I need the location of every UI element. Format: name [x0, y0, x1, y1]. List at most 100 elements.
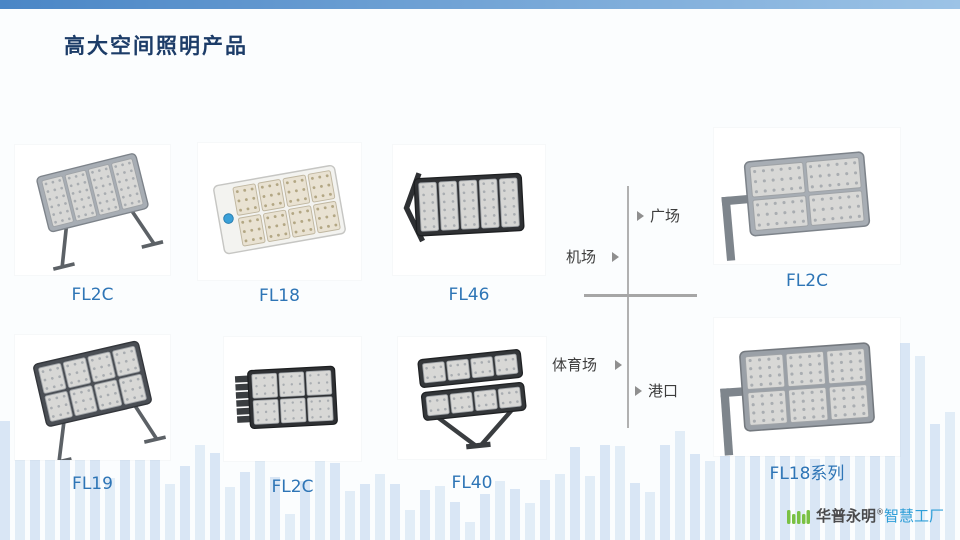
product-card-fl2c-right: FL2C [714, 128, 900, 291]
equalizer-bar [735, 422, 745, 540]
application-label: 广场 [650, 207, 681, 225]
diagram-vertical-line [627, 186, 629, 428]
equalizer-bar [465, 522, 475, 540]
product-label: FL40 [451, 473, 493, 493]
product-label: FL2C [271, 477, 314, 497]
equalizer-bar [885, 392, 895, 540]
application-label: 机场 [566, 248, 597, 266]
product-label: FL46 [448, 285, 490, 305]
equalizer-bar [645, 492, 655, 540]
equalizer-bar [90, 413, 100, 540]
equalizer-bar [285, 514, 295, 540]
product-image-fl19 [15, 335, 170, 460]
registered-mark: ® [875, 507, 884, 517]
product-card-fl19: FL19 [15, 335, 170, 494]
equalizer-bar [150, 460, 160, 540]
equalizer-bar [690, 454, 700, 540]
application-plaza: 广场 [637, 205, 680, 226]
equalizer-bar [45, 427, 55, 540]
equalizer-bar [300, 481, 310, 540]
equalizer-bar [780, 382, 790, 540]
equalizer-bar [105, 478, 115, 540]
equalizer-bar [525, 503, 535, 540]
product-image-fl2c-right [714, 128, 900, 264]
application-stadium: 体育场 [552, 354, 623, 375]
triangle-marker-icon [637, 210, 644, 221]
equalizer-bar [570, 447, 580, 540]
product-label: FL2C [786, 271, 828, 291]
application-airport: 机场 [566, 246, 620, 267]
equalizer-bar [345, 491, 355, 540]
product-image-fl18 [198, 143, 361, 280]
equalizer-bar [0, 421, 10, 540]
product-card-fl18-series: FL18系列 [714, 318, 900, 484]
equalizer-bar [405, 510, 415, 540]
equalizer-bar [165, 484, 175, 540]
logo-text-light: 智慧工厂 [883, 507, 944, 525]
equalizer-bar [210, 453, 220, 540]
triangle-marker-icon [635, 385, 642, 396]
equalizer-bar [630, 483, 640, 540]
product-label: FL18 [259, 286, 300, 306]
product-image-fl40 [398, 337, 546, 459]
equalizer-bar [750, 405, 760, 540]
page-title: 高大空间照明产品 [64, 34, 248, 58]
product-card-fl46: FL46 [393, 145, 545, 305]
application-label: 港口 [648, 382, 679, 400]
logo-icon [786, 509, 810, 524]
equalizer-bar [435, 486, 445, 540]
logo-text-bold: 华普永明 [815, 507, 876, 525]
equalizer-bar [225, 487, 235, 540]
product-card-fl2c-bottom: FL2C [224, 337, 361, 497]
top-accent-bar [0, 0, 960, 9]
equalizer-bar [195, 445, 205, 540]
triangle-marker-icon [615, 359, 623, 370]
equalizer-bar [270, 477, 280, 540]
product-label: FL18系列 [769, 464, 845, 484]
background-equalizer-bars [0, 230, 960, 540]
equalizer-bar [315, 457, 325, 540]
equalizer-bar [705, 461, 715, 540]
company-logo: 华普永明®智慧工厂 [786, 505, 944, 526]
equalizer-bar [900, 343, 910, 540]
equalizer-bar [840, 372, 850, 540]
equalizer-bar [945, 412, 955, 540]
equalizer-bar [180, 466, 190, 540]
triangle-marker-icon [612, 251, 620, 262]
equalizer-bar [915, 356, 925, 540]
product-card-fl18: FL18 [198, 143, 361, 306]
equalizer-bar [495, 481, 505, 540]
equalizer-bar [615, 446, 625, 540]
equalizer-bar [255, 460, 265, 540]
equalizer-bar [600, 445, 610, 540]
product-label: FL19 [72, 474, 113, 494]
equalizer-bar [75, 393, 85, 540]
equalizer-bar [720, 424, 730, 540]
equalizer-bar [765, 423, 775, 540]
application-label: 体育场 [552, 356, 598, 374]
equalizer-bar [585, 476, 595, 540]
equalizer-bar [555, 474, 565, 540]
equalizer-bar [660, 445, 670, 540]
equalizer-bar [135, 397, 145, 540]
equalizer-bar [480, 494, 490, 540]
equalizer-bar [240, 472, 250, 540]
equalizer-bar [810, 459, 820, 540]
product-image-fl18-series [714, 318, 900, 456]
equalizer-bar [60, 426, 70, 540]
equalizer-bar [450, 502, 460, 540]
product-card-fl40: FL40 [398, 337, 546, 493]
application-port: 港口 [635, 380, 678, 401]
product-image-fl46 [393, 145, 545, 275]
diagram-horizontal-line [584, 294, 697, 297]
equalizer-bar [870, 411, 880, 540]
equalizer-bar [510, 489, 520, 540]
equalizer-bar [540, 480, 550, 540]
equalizer-bar [120, 451, 130, 540]
equalizer-bar [675, 431, 685, 540]
product-image-fl2c-1 [15, 145, 170, 275]
equalizer-bar [825, 439, 835, 540]
product-label: FL2C [71, 285, 114, 305]
equalizer-bar [330, 463, 340, 540]
